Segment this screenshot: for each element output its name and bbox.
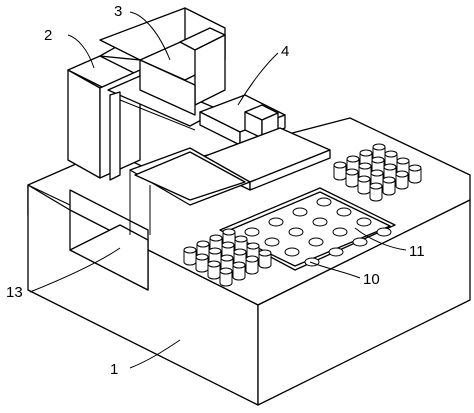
cylinder — [219, 267, 233, 287]
cylinder — [245, 255, 259, 275]
pallet-hole — [292, 207, 308, 217]
pallet-hole — [268, 217, 284, 227]
cylinder — [183, 246, 197, 266]
pallet-holes — [244, 197, 392, 267]
cylinder — [232, 261, 246, 281]
pallet-hole — [336, 207, 352, 217]
cylinder — [345, 168, 359, 188]
slide-tray — [129, 147, 251, 235]
pallet-hole — [356, 217, 372, 227]
label-10: 10 — [363, 271, 380, 288]
cylinder — [369, 182, 383, 202]
pallet-hole — [328, 247, 344, 257]
cylinder — [258, 249, 272, 269]
cylinder — [196, 240, 210, 260]
cylinder — [408, 164, 422, 184]
pallet-hole — [312, 217, 328, 227]
leader-10 — [309, 261, 361, 279]
pallet-hole — [308, 237, 324, 247]
cylinder — [395, 170, 409, 190]
cylinder — [333, 161, 347, 181]
label-3: 3 — [114, 3, 122, 20]
cylinder-group-left — [183, 228, 272, 287]
leader-11 — [354, 227, 407, 251]
cylinder — [357, 175, 371, 195]
gantry-frame — [67, 55, 221, 181]
leader-13 — [29, 247, 121, 293]
pallet-hole — [264, 237, 280, 247]
label-2: 2 — [44, 27, 52, 44]
label-4: 4 — [281, 43, 289, 60]
leader-2 — [67, 34, 95, 69]
pallet-hole — [332, 227, 348, 237]
leader-4 — [237, 52, 279, 106]
cylinder — [382, 176, 396, 196]
label-11: 11 — [409, 243, 425, 260]
leader-3 — [129, 11, 171, 61]
label-1: 1 — [110, 361, 118, 378]
pallet-hole — [352, 237, 368, 247]
pallet-hole — [316, 197, 332, 207]
pallet-hole — [288, 227, 304, 237]
pallet-hole — [244, 227, 260, 237]
cylinder — [207, 260, 221, 280]
pallet-hole — [284, 247, 300, 257]
cylinder — [209, 234, 223, 254]
cylinder — [195, 253, 209, 273]
pallet-hole — [376, 227, 392, 237]
cylinder-group-right — [333, 143, 422, 202]
label-13: 13 — [6, 284, 23, 301]
leader-1 — [129, 339, 181, 369]
